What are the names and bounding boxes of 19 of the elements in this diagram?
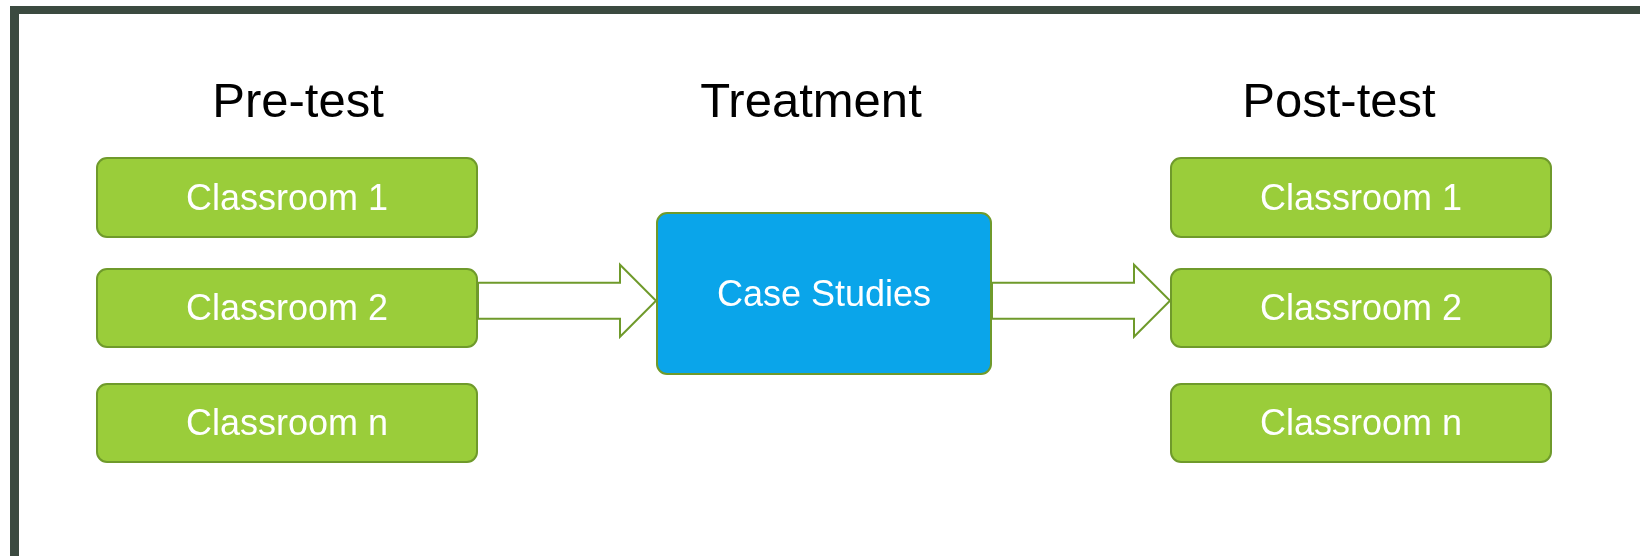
block-arrow <box>477 262 658 340</box>
classroom-box <box>96 268 478 348</box>
classroom-box <box>1170 157 1552 238</box>
classroom-box <box>1170 268 1552 348</box>
classroom-box <box>96 157 478 238</box>
column-heading: Treatment <box>700 72 922 128</box>
box-label: Classroom 1 <box>1259 176 1463 219</box>
box-label: Classroom 2 <box>1259 287 1463 329</box>
case-studies-box <box>656 212 992 375</box>
classroom-box <box>1170 383 1552 463</box>
box-label: Classroom n <box>185 402 389 444</box>
column-heading: Post-test <box>1242 72 1436 128</box>
box-label: Classroom 1 <box>185 176 389 219</box>
column-heading: Pre-test <box>212 72 384 128</box>
box-label: Case Studies <box>716 272 932 315</box>
box-label: Classroom n <box>1259 402 1463 444</box>
box-label: Classroom 2 <box>185 287 389 329</box>
block-arrow <box>991 262 1172 340</box>
classroom-box <box>96 383 478 463</box>
